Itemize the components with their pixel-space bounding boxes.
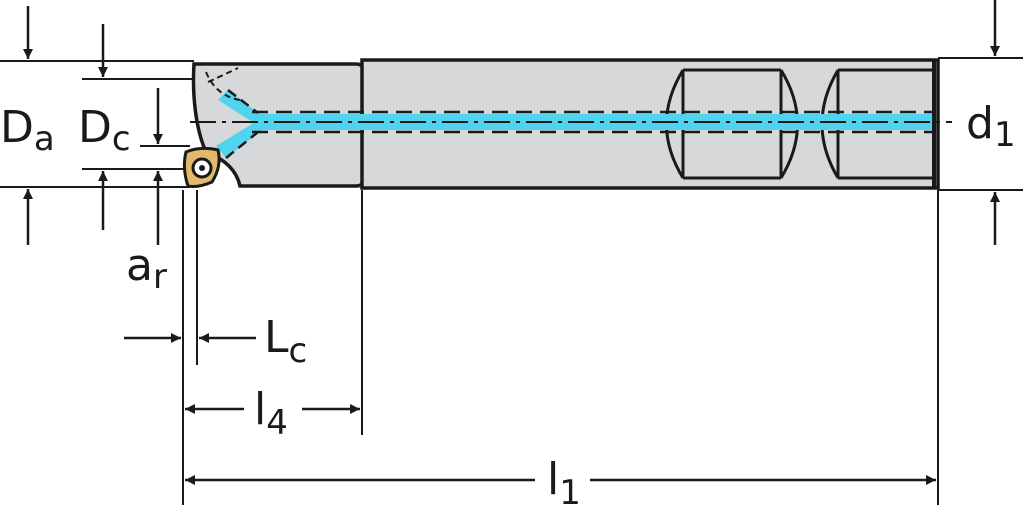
label-l1: l1 bbox=[547, 454, 581, 513]
tool-body bbox=[190, 58, 952, 190]
label-l4: l4 bbox=[254, 384, 288, 443]
label-Da: Da bbox=[0, 102, 55, 159]
label-Lc: Lc bbox=[264, 312, 307, 371]
label-ar: ar bbox=[126, 240, 167, 297]
label-Dc: Dc bbox=[78, 102, 131, 159]
dimension-arrows bbox=[23, 0, 1000, 485]
cutting-insert bbox=[182, 146, 221, 188]
label-d1: d1 bbox=[966, 98, 1016, 155]
